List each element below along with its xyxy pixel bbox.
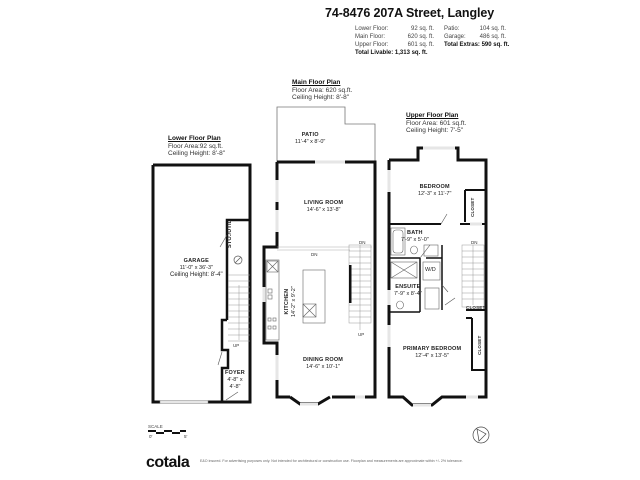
room-closet-bedroom: CLOSET: [469, 198, 476, 217]
room-name: PATIO: [301, 132, 319, 138]
room-name: CLOSET: [477, 335, 482, 355]
room-ceiling: Ceiling Height: 8'-4": [170, 272, 223, 278]
upper-floor-value: 601 sq. ft.: [407, 42, 434, 48]
disclaimer-text: E&O insured. For advertising purposes on…: [200, 459, 463, 463]
lower-floor-value: 92 sq. ft.: [410, 26, 434, 32]
north-arrow-icon: [472, 426, 490, 444]
room-dims: 4'-8": [229, 384, 241, 390]
upper-floor-label: Upper Floor:: [355, 42, 389, 48]
room-name: CLOSET: [470, 197, 475, 217]
upper-plan-area: Floor Area: 601 sq.ft.: [406, 119, 467, 127]
room-dims: 7'-9" x 5'-0": [401, 237, 429, 243]
room-foyer: FOYER 4'-8" x 4'-8": [225, 370, 245, 391]
upper-stairs: [461, 244, 485, 308]
room-name: BEDROOM: [419, 184, 450, 190]
room-name: DINING ROOM: [303, 357, 344, 363]
total-livable: Total Livable: 1,313 sq. ft.: [355, 50, 428, 56]
scale: SCALE: [148, 424, 163, 429]
room-bath: BATH 7'-9" x 5'-0": [401, 230, 429, 244]
scale-min: 0': [149, 434, 153, 439]
room-name: CLOSET: [466, 305, 486, 310]
garage-label: Garage:: [444, 34, 466, 40]
room-name: BATH: [407, 230, 423, 236]
lower-plan-heading: Lower Floor Plan Floor Area:92 sq.ft. Ce…: [168, 135, 225, 158]
room-name: KITCHEN: [284, 288, 290, 315]
room-dims: 11'-4" x 8'-0": [295, 139, 326, 145]
total-extras: Total Extras: 590 sq. ft.: [444, 42, 510, 48]
scale-bar: [148, 430, 186, 434]
lower-plan-ceiling: Ceiling Height: 8'-8": [168, 150, 226, 157]
stair-label-main-dn: DN: [311, 252, 318, 257]
patio-outline: [276, 106, 376, 162]
room-dining: DINING ROOM 14'-6" x 10'-1": [303, 357, 343, 371]
room-kitchen: KITCHEN 14'-2" x 9'-2": [284, 286, 298, 317]
room-dims: 14'-6" x 13'-8": [306, 207, 341, 213]
area-summary: Lower Floor: 92 sq. ft. Patio: 104 sq. f…: [355, 25, 509, 57]
main-plan-area: Floor Area: 620 sq.ft.: [292, 86, 353, 94]
scale-max: 5': [184, 434, 188, 439]
main-plan-ceiling: Ceiling Height: 8'-8": [292, 94, 350, 101]
main-plan-heading: Main Floor Plan Floor Area: 620 sq.ft. C…: [292, 79, 352, 102]
room-dims: 14'-6" x 10'-1": [306, 364, 340, 370]
room-ensuite: ENSUITE 7'-9" x 8'-4": [394, 284, 422, 298]
room-name: GARAGE: [183, 258, 209, 264]
room-name: LIVING ROOM: [304, 200, 344, 206]
upper-plan-ceiling: Ceiling Height: 7'-5": [406, 127, 464, 134]
room-patio: PATIO 11'-4" x 8'-0": [295, 132, 325, 146]
main-floor-value: 620 sq. ft.: [407, 34, 434, 40]
room-name: ENSUITE: [395, 284, 421, 290]
room-wd: W/D: [425, 267, 436, 274]
brand-logo: cotala: [146, 454, 190, 471]
room-primary-bedroom: PRIMARY BEDROOM 12'-4" x 13'-5": [403, 346, 461, 360]
lower-plan-title: Lower Floor Plan: [168, 135, 221, 142]
main-floor-label: Main Floor:: [355, 34, 386, 40]
water-heater-icon: [233, 255, 243, 265]
stair-label-upper-dn: DN: [471, 240, 478, 245]
upper-floor-walls: [387, 146, 488, 407]
lower-floor-walls: [151, 163, 252, 404]
lower-stairs: [228, 274, 250, 342]
room-name: FOYER: [225, 370, 245, 376]
garage-value: 486 sq. ft.: [479, 34, 506, 40]
main-plan-title: Main Floor Plan: [292, 79, 341, 86]
garage-door: [159, 400, 209, 404]
patio-value: 104 sq. ft.: [479, 26, 506, 32]
scale-label: SCALE: [148, 424, 163, 429]
room-living: LIVING ROOM 14'-6" x 13'-8": [304, 200, 343, 214]
stair-label-main-up: UP: [358, 332, 365, 337]
kitchen-counter: [265, 259, 280, 341]
stair-label-main-dn-right: DN: [359, 240, 366, 245]
upper-fixtures: [390, 227, 441, 310]
room-sto-util: STO./UTIL: [227, 220, 234, 248]
room-dims: 4'-8" x: [227, 377, 243, 383]
room-closet-primary: CLOSET: [476, 336, 483, 355]
kitchen-island: [302, 269, 326, 324]
door-swing-icon: [219, 234, 228, 248]
upper-plan-title: Upper Floor Plan: [406, 112, 459, 119]
room-name: STO./UTIL: [227, 219, 233, 248]
room-name: PRIMARY BEDROOM: [403, 346, 462, 352]
room-dims: 12'-3" x 11'-7": [418, 191, 452, 197]
room-dims: 12'-4" x 13'-5": [415, 353, 450, 359]
room-name: W/D: [425, 267, 436, 273]
room-closet-hall: CLOSET: [466, 304, 485, 311]
room-dims: 14'-2" x 9'-2": [291, 286, 297, 317]
room-dims: 11'-0" x 36'-3": [179, 265, 214, 271]
room-garage: GARAGE 11'-0" x 36'-3" Ceiling Height: 8…: [170, 258, 223, 279]
lower-floor-label: Lower Floor:: [355, 26, 389, 32]
main-stairs: [348, 244, 372, 330]
lower-plan-area: Floor Area:92 sq.ft.: [168, 142, 223, 150]
upper-plan-heading: Upper Floor Plan Floor Area: 601 sq.ft. …: [406, 112, 466, 135]
room-bedroom: BEDROOM 12'-3" x 11'-7": [418, 184, 451, 198]
property-address-title: 74-8476 207A Street, Langley: [325, 6, 495, 20]
patio-label: Patio:: [444, 26, 460, 32]
patio-door-window: [315, 160, 345, 164]
room-dims: 7'-9" x 8'-4": [394, 291, 422, 297]
stair-label-lower-up: UP: [233, 343, 240, 348]
